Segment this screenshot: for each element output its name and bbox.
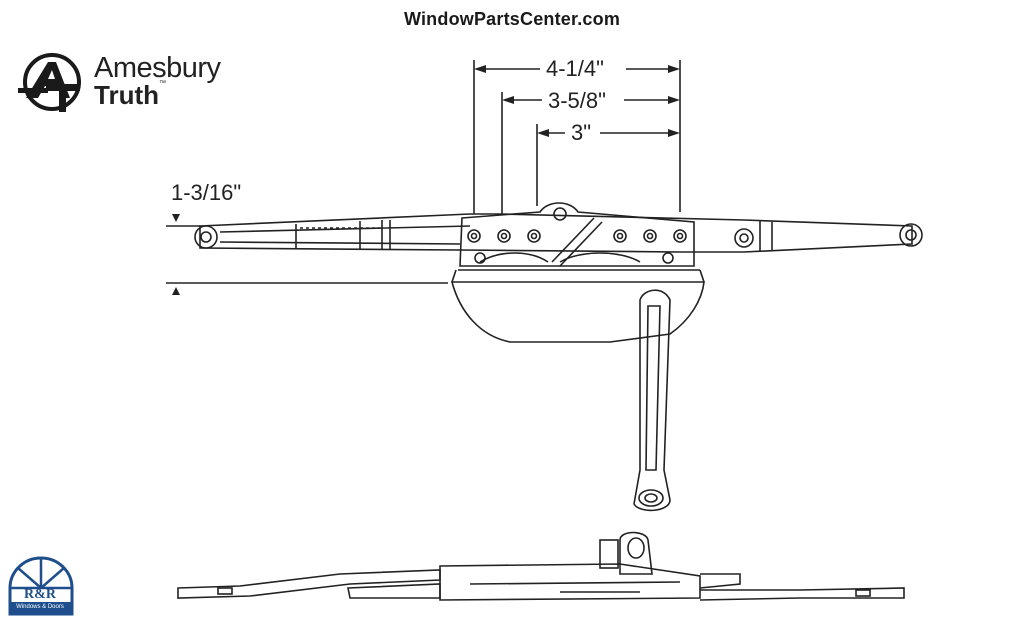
badge-text: R&R — [24, 587, 56, 602]
dimension-overall-label: 4-1/4" — [546, 56, 604, 81]
rr-windows-doors-badge: R&R Windows & Doors — [8, 556, 74, 616]
window-arch-icon — [8, 556, 74, 616]
brand-logo-block: Amesbury Truth™ — [18, 48, 258, 118]
operator-cover — [450, 269, 705, 343]
dimension-lines — [166, 60, 681, 295]
badge-subtext: Windows & Doors — [16, 604, 64, 610]
operator-arm-top-view — [194, 202, 923, 267]
dimension-inner-label: 3" — [571, 120, 592, 145]
dimension-height-label: 1-3/16" — [171, 180, 242, 205]
trademark-mark: ™ — [159, 80, 166, 87]
brand-name-truth: Truth™ — [94, 80, 166, 111]
brand-name-amesbury: Amesbury — [94, 52, 221, 84]
crank-handle — [633, 289, 671, 512]
site-title: WindowPartsCenter.com — [403, 9, 621, 29]
dimension-middle-label: 3-5/8" — [548, 88, 606, 113]
operator-side-view — [177, 531, 905, 601]
brand-name-truth-text: Truth — [94, 80, 159, 110]
amesbury-truth-logo-icon — [18, 53, 81, 112]
